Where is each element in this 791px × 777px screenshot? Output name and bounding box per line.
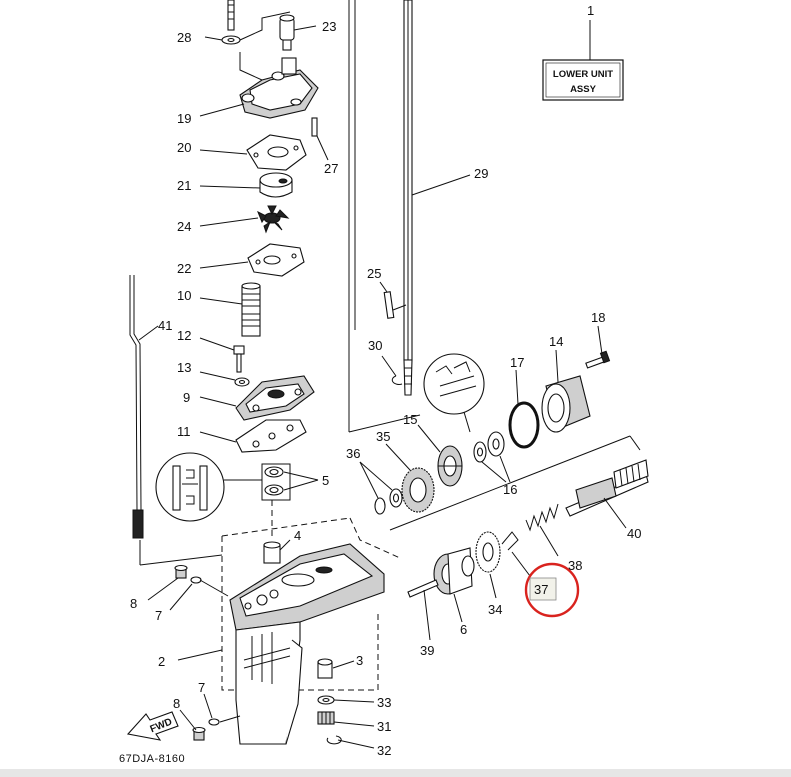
label-part-17: 17	[510, 355, 524, 370]
part-30-clip	[381, 355, 403, 385]
label-part-1: 1	[587, 3, 594, 18]
part-23-grommet	[279, 14, 317, 51]
part-2-lower-case	[177, 543, 385, 745]
part-28-bolt	[204, 0, 291, 45]
label-part-39: 39	[420, 643, 434, 658]
label-part-14: 14	[549, 334, 563, 349]
part-38-spring	[525, 503, 559, 557]
label-part-18: 18	[591, 310, 605, 325]
title-box-line1: LOWER UNIT	[553, 69, 613, 80]
label-part-27: 27	[324, 161, 338, 176]
label-part-38: 38	[568, 558, 582, 573]
label-part-30: 30	[368, 338, 382, 353]
part-7-lower-gasket	[203, 693, 241, 726]
bearing-detail-inset	[423, 353, 485, 433]
drive-shaft	[403, 0, 471, 396]
part-16-shims	[473, 431, 511, 483]
part-9-pump-base	[199, 375, 315, 421]
part-40-propeller-shaft	[565, 459, 649, 529]
label-part-22: 22	[177, 261, 191, 276]
part-11-gasket	[199, 419, 307, 453]
label-part-7-upper: 7	[155, 608, 162, 623]
part-24-impeller	[199, 205, 290, 234]
part-13-washer	[199, 371, 250, 387]
part-6-bearing	[433, 547, 475, 623]
part-37-clutch-pin	[501, 531, 531, 577]
label-part-36: 36	[346, 446, 360, 461]
part-37-callout-box	[529, 577, 557, 601]
drawing-code: 67DJA-8160	[119, 753, 185, 765]
label-part-4: 4	[294, 528, 301, 543]
label-part-19: 19	[177, 111, 191, 126]
label-part-3: 3	[356, 653, 363, 668]
label-part-35: 35	[376, 429, 390, 444]
part-25-pin	[379, 281, 407, 319]
label-part-13: 13	[177, 360, 191, 375]
part-8-lower-plug	[179, 709, 206, 741]
part-8-upper-plug	[147, 564, 188, 601]
part-7-upper-gasket	[169, 576, 229, 611]
label-part-29: 29	[474, 166, 488, 181]
label-part-16: 16	[503, 482, 517, 497]
highlight-circle	[524, 562, 580, 618]
label-part-6: 6	[460, 622, 467, 637]
label-part-2: 2	[158, 654, 165, 669]
part-12-bolt	[199, 337, 245, 373]
part-36-washers	[359, 461, 403, 515]
label-part-25: 25	[367, 266, 381, 281]
label-part-9: 9	[183, 390, 190, 405]
label-part-8-upper: 8	[130, 596, 137, 611]
bottom-strip	[0, 769, 791, 777]
shift-rod	[129, 275, 223, 566]
part-21-cup	[199, 172, 293, 198]
part-35-pinion-gear	[385, 443, 435, 513]
part-31-needle-bearing	[317, 711, 375, 727]
part-39-pin	[407, 579, 439, 641]
label-part-31: 31	[377, 719, 391, 734]
label-part-5: 5	[322, 473, 329, 488]
label-part-33: 33	[377, 695, 391, 710]
label-part-15: 15	[403, 412, 417, 427]
label-part-11: 11	[177, 424, 191, 439]
label-part-8-lower: 8	[173, 696, 180, 711]
part-10-water-tube	[199, 282, 261, 337]
label-part-20: 20	[177, 140, 191, 155]
part-5-oil-seals	[261, 463, 319, 501]
title-box: LOWER UNIT ASSY	[542, 20, 624, 101]
part-3-bushing	[317, 658, 355, 679]
label-part-37: 37	[534, 582, 548, 597]
seal-detail-inset	[155, 452, 262, 522]
part-4-bushing	[263, 539, 291, 564]
label-part-21: 21	[177, 178, 191, 193]
title-box-line2: ASSY	[570, 84, 597, 95]
label-part-32: 32	[377, 743, 391, 758]
label-part-24: 24	[177, 219, 191, 234]
label-part-41: 41	[158, 318, 172, 333]
part-15-bearing	[417, 424, 463, 487]
part-14-bearing-housing	[541, 349, 591, 433]
part-18-bolt	[585, 325, 611, 369]
part-17-o-ring	[508, 369, 540, 449]
label-part-10: 10	[177, 288, 191, 303]
part-22-plate	[199, 243, 305, 277]
part-19-pump-housing	[199, 52, 319, 119]
label-part-28: 28	[177, 30, 191, 45]
label-part-7-lower: 7	[198, 680, 205, 695]
part-33-washer	[317, 695, 375, 705]
label-part-34: 34	[488, 602, 502, 617]
part-34-forward-gear	[475, 531, 501, 599]
part-32-circlip	[326, 735, 375, 749]
label-part-40: 40	[627, 526, 641, 541]
label-part-23: 23	[322, 19, 336, 34]
part-27-pin	[311, 117, 329, 161]
part-20-gasket	[199, 134, 307, 171]
forward-arrow-icon: FWD	[126, 711, 179, 741]
label-part-12: 12	[177, 328, 191, 343]
